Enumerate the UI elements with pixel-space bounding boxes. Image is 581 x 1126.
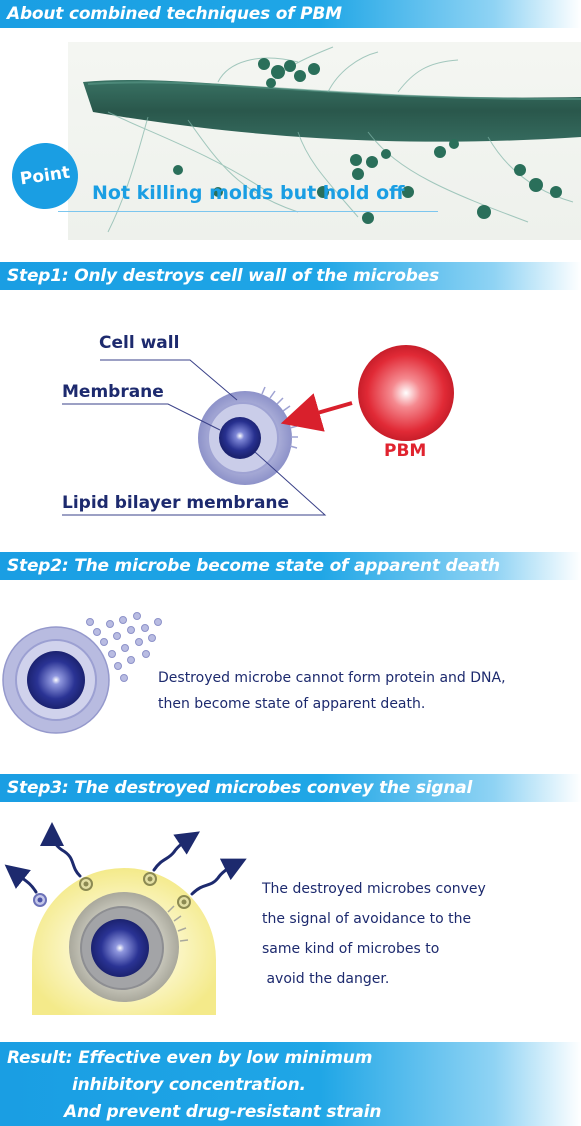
step2-text: Destroyed microbe cannot form protein an… (158, 665, 506, 717)
step1-band: Step1: Only destroys cell wall of the mi… (0, 262, 581, 290)
point-underline (58, 211, 438, 212)
step3-line-2: the signal of avoidance to the (262, 911, 472, 927)
leader-lipid (62, 451, 327, 516)
label-cell-wall: Cell wall (99, 333, 180, 353)
header-title: About combined techniques of PBM (7, 4, 342, 24)
step2-diagram (2, 612, 162, 734)
step3-line-4: avoid the danger. (262, 971, 390, 987)
lipid-core (219, 417, 261, 459)
signal-microbe-core (91, 919, 149, 977)
label-membrane: Membrane (62, 382, 164, 402)
dead-microbe-core (27, 651, 85, 709)
step3-band: Step3: The destroyed microbes convey the… (0, 774, 581, 802)
step3-text: The destroyed microbes convey the signal… (262, 874, 486, 994)
mold-photo (68, 42, 581, 240)
pbm-arrow (280, 393, 353, 432)
header-band: About combined techniques of PBM (0, 0, 581, 28)
signal-arrows (4, 822, 247, 896)
signal-particles (33, 872, 191, 909)
step2-band: Step2: The microbe become state of appar… (0, 552, 581, 580)
step2-title: Step2: The microbe become state of appar… (7, 556, 500, 576)
result-band: Result: Effective even by low minimum in… (0, 1042, 581, 1126)
step2-line-1: Destroyed microbe cannot form protein an… (158, 670, 506, 686)
result-line-1: Result: Effective even by low minimum (7, 1048, 373, 1068)
step2-line-2: then become state of apparent death. (158, 696, 426, 712)
signal-wall-fringe (167, 905, 189, 942)
label-pbm: PBM (384, 441, 427, 461)
step3-line-3: same kind of microbes to (262, 941, 440, 957)
label-lipid: Lipid bilayer membrane (62, 493, 290, 513)
step3-title: Step3: The destroyed microbes convey the… (7, 778, 473, 798)
pbm-ball (358, 345, 454, 441)
result-line-2: inhibitory concentration. (72, 1075, 306, 1095)
leader-membrane (62, 403, 221, 431)
result-line-3: And prevent drug-resistant strain (64, 1102, 382, 1122)
point-text: Not killing molds but hold off (92, 182, 405, 204)
step1-diagram (62, 345, 454, 516)
wall-debris (86, 612, 162, 682)
step3-line-1: The destroyed microbes convey (262, 881, 486, 897)
step1-title: Step1: Only destroys cell wall of the mi… (7, 266, 440, 286)
step3-diagram (4, 822, 247, 1015)
leader-cell-wall (100, 359, 238, 401)
mold-illustration (83, 46, 581, 233)
